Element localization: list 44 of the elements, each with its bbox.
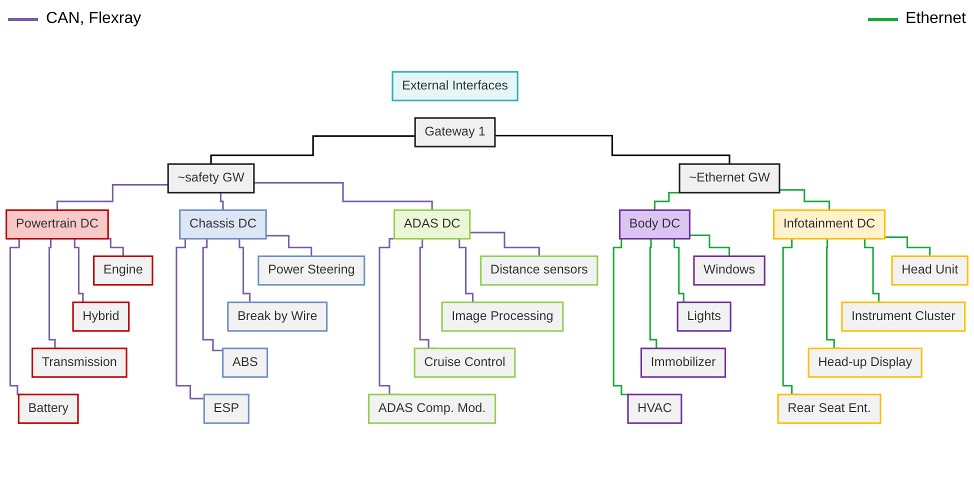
node-box: Cruise Control (414, 348, 516, 378)
connector (254, 182, 433, 211)
legend-text: CAN, Flexray (46, 10, 142, 28)
connector (210, 135, 416, 165)
node-box: ~Ethernet GW (678, 163, 780, 194)
node-box: Immobilizer (640, 348, 726, 378)
node-box: Break by Wire (227, 302, 328, 332)
connector (884, 236, 931, 258)
connector (690, 234, 730, 258)
connector (612, 238, 630, 396)
node-box: HVAC (627, 394, 682, 424)
connector (780, 189, 830, 211)
connector (56, 184, 168, 211)
connector (470, 232, 540, 258)
node-box: Head-up Display (808, 348, 922, 378)
legend-text: Ethernet (906, 10, 966, 28)
connector (202, 238, 223, 352)
node-box: Transmission (32, 348, 128, 378)
connector (266, 234, 312, 258)
node-box: Hybrid (72, 302, 130, 332)
node-box: Gateway 1 (414, 117, 496, 148)
node-box: Power Steering (258, 255, 366, 286)
node-box: ABS (222, 348, 268, 378)
node-box: ~safety GW (167, 163, 255, 194)
node-box: Powertrain DC (6, 209, 109, 240)
node-box: Infotainment DC (773, 209, 886, 240)
connector (218, 192, 224, 211)
node-box: External Interfaces (392, 71, 518, 102)
node-box: Engine (93, 255, 154, 286)
node-box: Head Unit (891, 255, 968, 286)
node-box: Instrument Cluster (841, 302, 966, 332)
connector (494, 134, 730, 165)
node-box: Rear Seat Ent. (777, 394, 882, 424)
node-box: Distance sensors (480, 255, 598, 286)
node-box: Lights (676, 302, 732, 332)
node-box: Battery (18, 394, 79, 424)
node-box: ADAS Comp. Mod. (368, 394, 496, 424)
node-box: ESP (203, 394, 250, 424)
node-box: Body DC (618, 209, 690, 240)
node-box: ADAS DC (394, 209, 471, 240)
node-box: Chassis DC (179, 209, 267, 240)
connector (176, 238, 204, 400)
node-box: Windows (693, 255, 766, 286)
node-box: Image Processing (441, 302, 564, 332)
